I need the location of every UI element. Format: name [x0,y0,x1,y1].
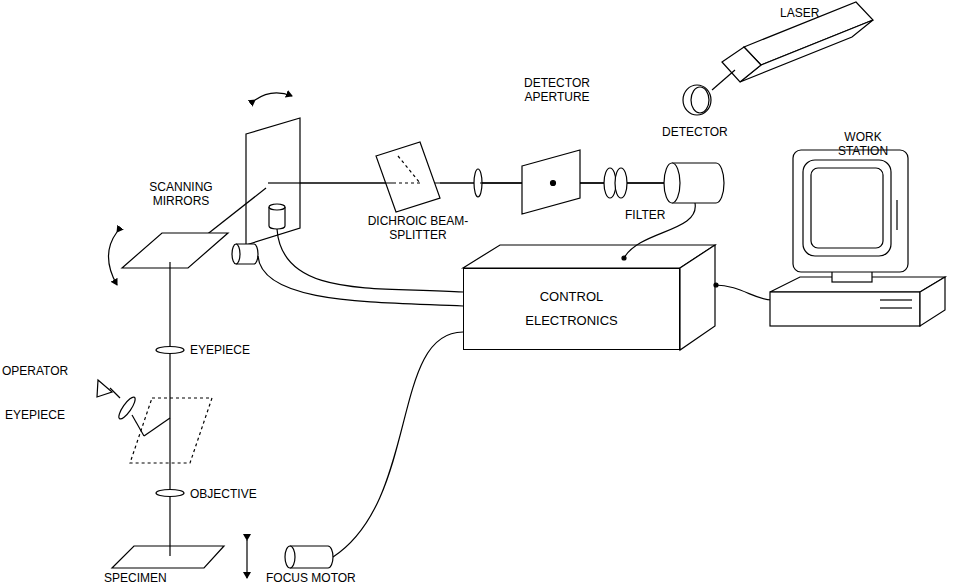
splitter-label: DICHROIC BEAM-SPLITTER [366,214,470,242]
specimen-stage [112,546,224,568]
filter [604,168,616,198]
laser-path-dashed [398,156,420,183]
filter [615,168,627,198]
eyepiece-label: EYEPIECE [190,343,250,357]
mirrors-label: SCANNING MIRRORS [138,180,224,208]
aperture-label: DETECTOR APERTURE [518,76,596,104]
scanning-mirror [122,233,228,268]
box-side-face [680,245,715,350]
laser-beam [712,70,735,90]
box-top-face [463,245,715,268]
wire [258,256,463,306]
eyepiece-lens [156,347,184,354]
wire [333,332,463,557]
focus-motor [285,546,333,568]
scanning-mirror [246,118,300,245]
operator-label: OPERATOR [2,364,68,378]
objective-label: OBJECTIVE [190,487,257,501]
splitter-mirror [144,418,170,436]
rotation-arrow [255,93,292,100]
workstation [770,150,945,326]
wire-end [622,256,626,260]
detector-label: DETECTOR [662,125,728,139]
optical-path [169,546,170,556]
beam-expander-rim [691,87,709,113]
laser-body [722,2,873,82]
optical-path [169,262,170,556]
optical-path [268,182,300,183]
wire-end [714,283,718,287]
beam-splitter-outline [130,398,212,463]
optical-path [262,182,396,183]
control-box: CONTROL ELECTRONICS [463,268,680,350]
beam-expander [683,85,711,115]
focus-arrow [246,540,247,578]
optical-path [110,388,120,398]
laser-path-dashed [396,182,420,183]
objective-lens [156,490,184,497]
rotation-arrow [109,232,118,285]
workstation-label: WORK STATION [832,130,894,158]
optical-path [132,415,144,436]
mirror-motor [232,244,258,264]
filter-label: FILTER [625,208,665,222]
dichroic-plate [376,142,440,212]
detector-aperture-plate [522,150,580,214]
optical-path [480,182,522,183]
wire [715,285,772,300]
operator-eye [97,380,112,397]
eyepiece-label: EYEPIECE [5,408,65,422]
laser-label: LASER [780,6,819,20]
eyepiece-lens [116,395,137,421]
detector-cylinder [664,163,724,203]
specimen-label: SPECIMEN [104,571,167,585]
mirror-motor [269,204,285,229]
pinhole [551,181,556,186]
wire [624,203,695,258]
motor-label: FOCUS MOTOR [266,571,356,585]
box-label: CONTROL ELECTRONICS [512,285,632,333]
